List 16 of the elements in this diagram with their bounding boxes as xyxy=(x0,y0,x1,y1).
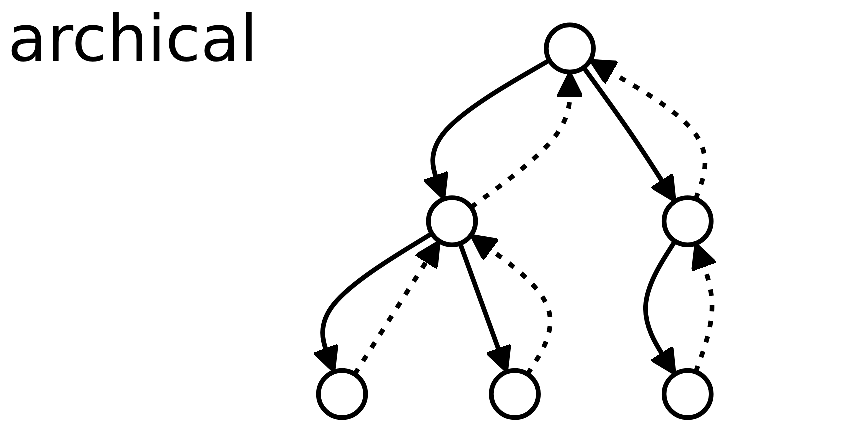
node-circle xyxy=(426,196,478,248)
node-circle xyxy=(544,22,596,75)
arrow xyxy=(422,58,551,201)
arrow xyxy=(352,240,441,376)
arrow xyxy=(589,59,708,200)
arrow xyxy=(644,240,678,376)
node-circle xyxy=(662,196,714,248)
arrow xyxy=(312,232,434,374)
node-circle xyxy=(662,368,714,420)
arrow xyxy=(691,242,718,373)
title: archical xyxy=(8,2,258,79)
arrow xyxy=(470,234,553,376)
arrow xyxy=(582,66,676,203)
node-circle xyxy=(489,368,541,420)
node-circle xyxy=(316,368,368,420)
arrow xyxy=(458,242,512,374)
